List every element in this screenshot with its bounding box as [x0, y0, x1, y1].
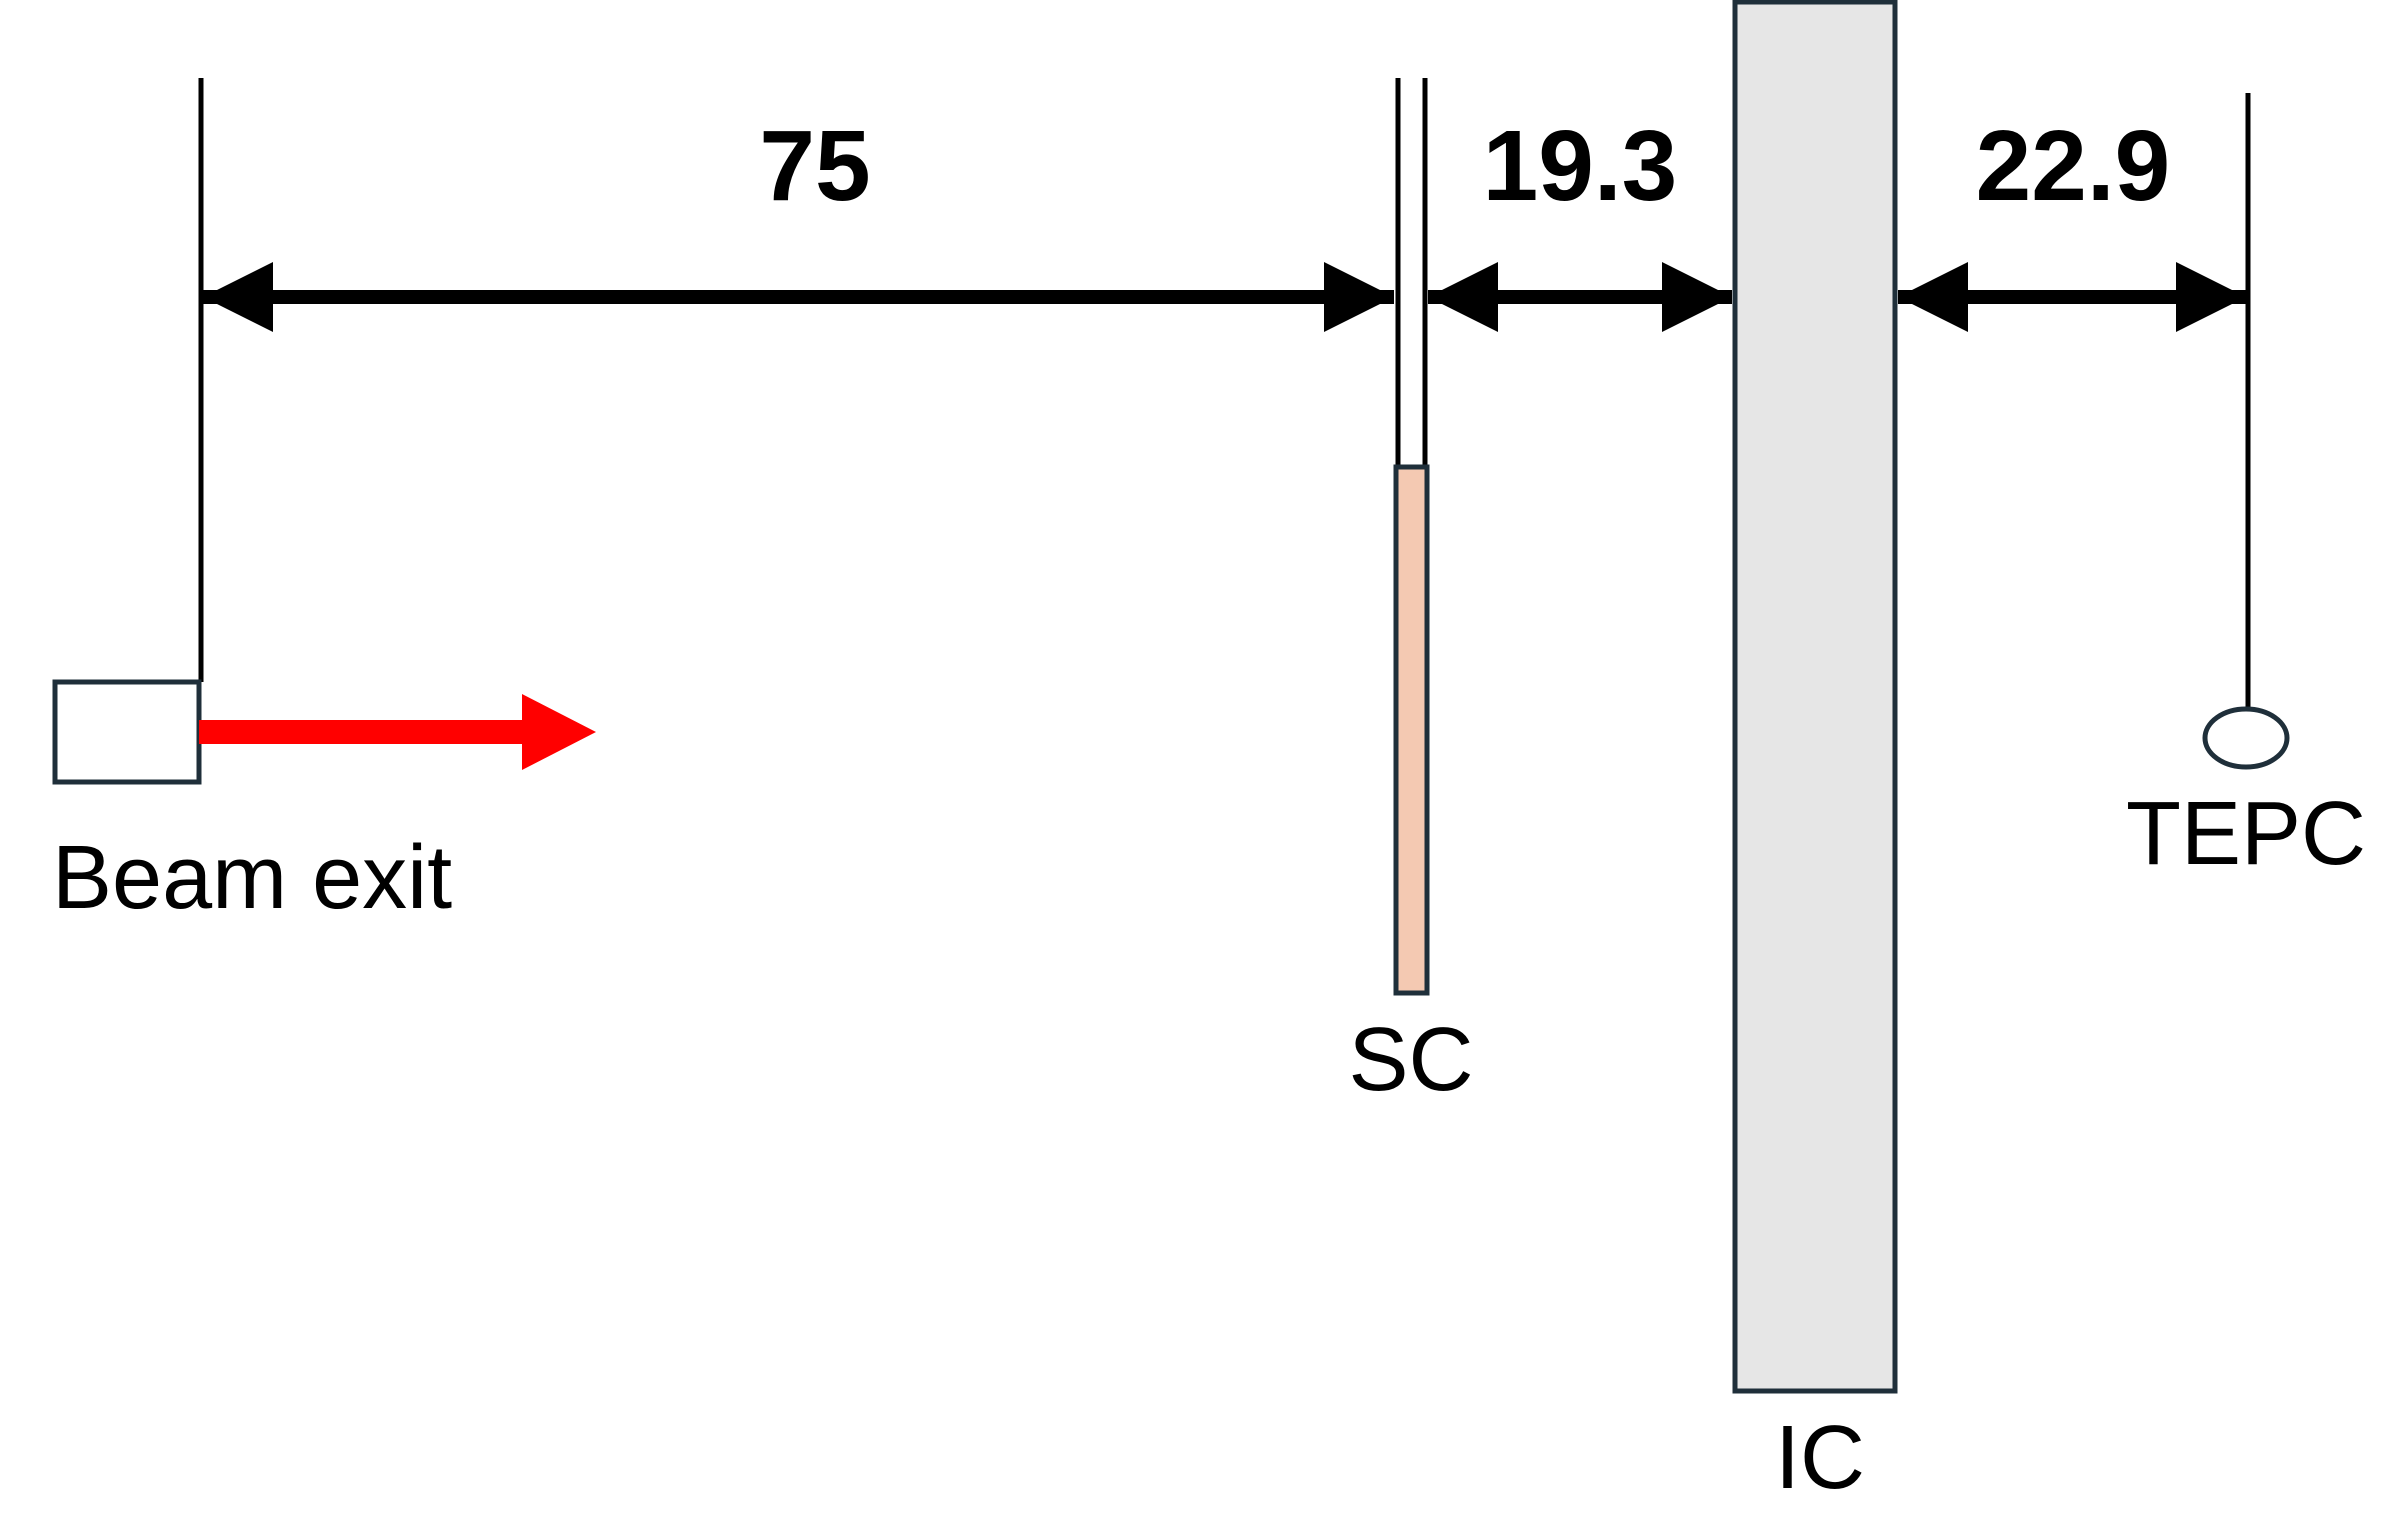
- distance-sc-to-ic: 19.3: [1483, 110, 1678, 222]
- label-ic: IC: [1775, 1408, 1865, 1508]
- distance-ic-to-tepc: 22.9: [1976, 110, 2171, 222]
- sc-detector: [1393, 78, 1430, 996]
- ic-detector: [1732, 0, 1898, 1394]
- label-tepc: TEPC: [2126, 784, 2366, 884]
- tepc-detector: [2202, 93, 2290, 770]
- beam-exit-box: [52, 679, 202, 785]
- label-beam-exit: Beam exit: [52, 828, 452, 928]
- label-sc: SC: [1348, 1010, 1473, 1110]
- distance-beam-to-sc: 75: [759, 110, 870, 222]
- beam-direction-arrow: [199, 694, 596, 770]
